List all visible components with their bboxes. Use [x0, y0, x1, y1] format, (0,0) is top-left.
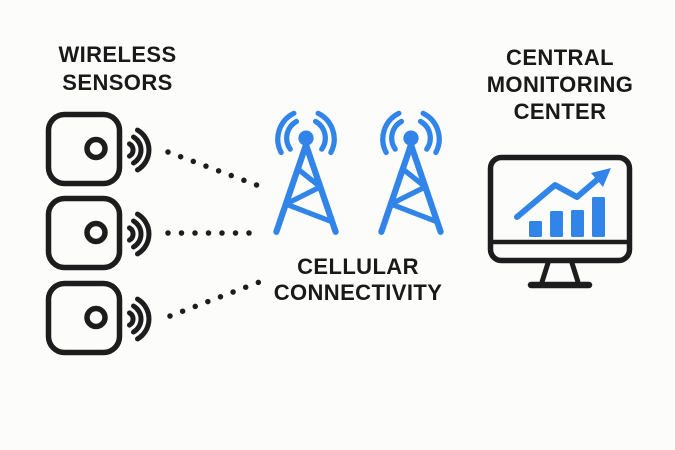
chart-bar — [592, 197, 605, 237]
sensor-lens-icon — [84, 136, 108, 161]
dotted-connection-lines — [165, 149, 265, 319]
central-monitoring-center-label: CENTRAL MONITORING CENTER — [486, 45, 634, 124]
wireless-sensors-label: WIRELESS SENSORS — [58, 42, 177, 95]
wireless-sensor-icon — [45, 111, 123, 187]
wireless-sensor-icon — [45, 195, 123, 271]
antenna-dot — [298, 130, 314, 146]
cell-tower-icon — [273, 110, 339, 235]
bar-chart-icon — [529, 197, 605, 237]
wireless-sensor-icon — [45, 280, 123, 356]
sensor-body — [45, 195, 123, 271]
radio-waves-icon — [275, 110, 337, 156]
monitor-icon — [487, 154, 633, 289]
sensor-body — [45, 111, 123, 187]
sensor-lens-icon — [84, 305, 108, 330]
antenna-dot — [403, 130, 419, 146]
tower-bracing — [283, 166, 334, 224]
chart-bar — [529, 221, 542, 237]
signal-waves-icon — [127, 211, 152, 257]
trend-arrowhead-icon — [591, 168, 611, 187]
signal-waves-icon — [127, 296, 152, 342]
monitor-screen — [487, 154, 633, 264]
chart-bar — [571, 210, 584, 237]
radio-waves-icon — [380, 110, 442, 156]
dotted-line-sensor1 — [165, 149, 265, 190]
cell-tower-icon — [378, 110, 444, 235]
dotted-line-sensor3 — [167, 278, 265, 319]
cellular-connectivity-label: CELLULAR CONNECTIVITY — [273, 254, 443, 305]
tower-bracing — [388, 166, 439, 224]
sensor-body — [45, 280, 123, 356]
signal-waves-icon — [127, 127, 152, 173]
sensor-lens-icon — [84, 220, 108, 245]
monitor-stand — [539, 260, 581, 285]
chart-bar — [550, 211, 563, 237]
trend-line-icon — [514, 176, 601, 220]
